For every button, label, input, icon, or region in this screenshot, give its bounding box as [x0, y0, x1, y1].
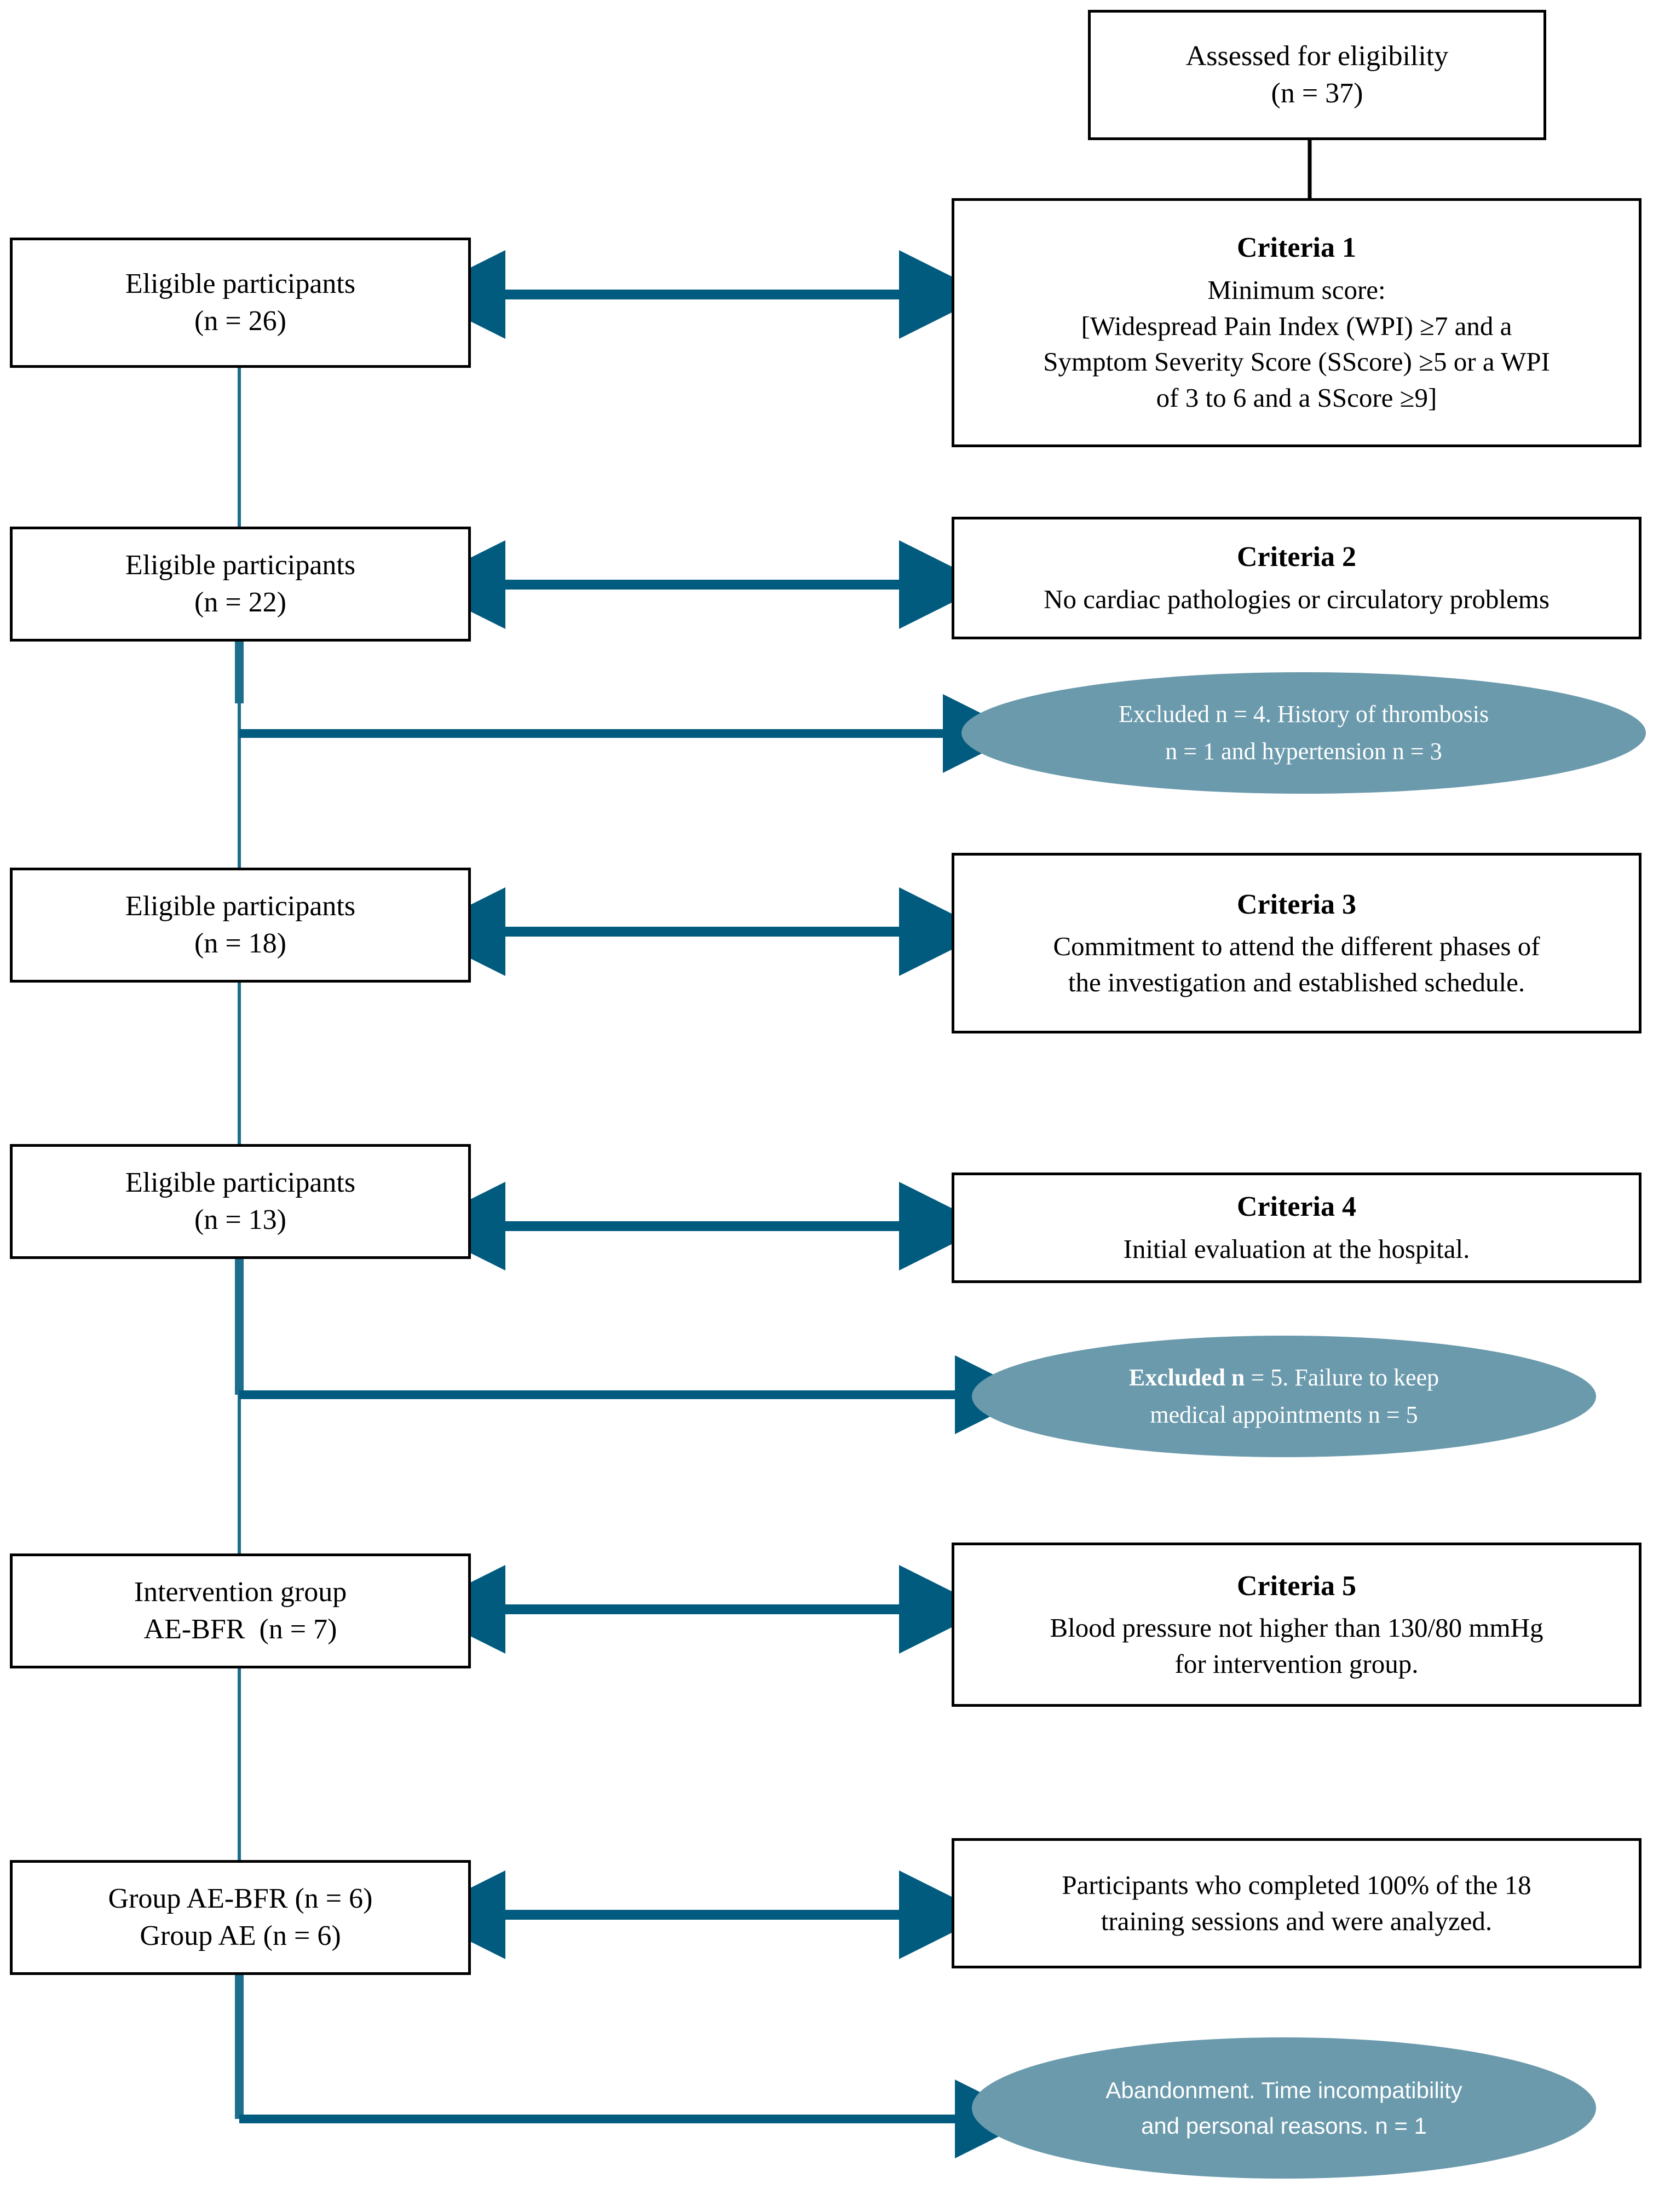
criteria-3-title: Criteria 3 — [1236, 888, 1356, 920]
assessed-line-2: (n = 37) — [1271, 78, 1363, 109]
criteria-5-title: Criteria 5 — [1236, 1570, 1356, 1602]
excluded-appointments-line-2: medical appointments n = 5 — [1150, 1401, 1418, 1428]
criteria-1-body-line-4: of 3 to 6 and a SScore ≥9] — [1156, 382, 1437, 413]
eligible-18-line-1: Eligible participants — [125, 891, 356, 922]
node-assessed-for-eligibility: Assessed for eligibility (n = 37) — [1088, 10, 1546, 140]
note-excluded-thrombosis: Excluded n = 4. History of thrombosis n … — [961, 672, 1646, 794]
eligible-22-line-2: (n = 22) — [194, 587, 286, 618]
intervention-line-1: Intervention group — [134, 1576, 347, 1608]
criteria-4-title: Criteria 4 — [1236, 1191, 1356, 1223]
criteria-1-body-line-3: Symptom Severity Score (SScore) ≥5 or a … — [1043, 346, 1550, 377]
eligible-13-line-1: Eligible participants — [125, 1167, 356, 1199]
criteria-1-body-line-1: Minimum score: — [1207, 274, 1386, 305]
node-eligible-13: Eligible participants (n = 13) — [10, 1144, 471, 1259]
excluded-appointments-line-1: Excluded n = 5. Failure to keep — [1129, 1359, 1439, 1396]
eligible-22-line-1: Eligible participants — [125, 550, 356, 581]
excluded-thrombosis-line-2: n = 1 and hypertension n = 3 — [1165, 738, 1442, 765]
criteria-2-title: Criteria 2 — [1236, 541, 1356, 573]
assessed-line-1: Assessed for eligibility — [1185, 41, 1449, 72]
node-eligible-22: Eligible participants (n = 22) — [10, 527, 471, 642]
node-eligible-26: Eligible participants (n = 26) — [10, 238, 471, 368]
node-criteria-4: Criteria 4 Initial evaluation at the hos… — [952, 1173, 1642, 1283]
node-criteria-3: Criteria 3 Commitment to attend the diff… — [952, 853, 1642, 1033]
eligible-26-line-1: Eligible participants — [125, 268, 356, 300]
node-criteria-5: Criteria 5 Blood pressure not higher tha… — [952, 1543, 1642, 1707]
node-intervention-group: Intervention group AE-BFR (n = 7) — [10, 1553, 471, 1668]
final-groups-line-1: Group AE-BFR (n = 6) — [108, 1883, 373, 1915]
criteria-3-body-line-2: the investigation and established schedu… — [1068, 967, 1525, 997]
excluded-appointments-bold-prefix: Excluded n — [1128, 1364, 1245, 1391]
node-final-groups: Group AE-BFR (n = 6) Group AE (n = 6) — [10, 1860, 471, 1975]
analyzed-body-line-2: training sessions and were analyzed. — [1101, 1906, 1493, 1936]
eligible-13-line-2: (n = 13) — [194, 1204, 286, 1235]
criteria-3-body-line-1: Commitment to attend the different phase… — [1053, 931, 1540, 962]
criteria-4-body-line-1: Initial evaluation at the hospital. — [1123, 1233, 1470, 1264]
eligible-18-line-2: (n = 18) — [194, 928, 286, 959]
excluded-thrombosis-line-1: Excluded n = 4. History of thrombosis — [1118, 700, 1489, 727]
eligible-26-line-2: (n = 26) — [194, 305, 286, 337]
criteria-1-body-line-2: [Widespread Pain Index (WPI) ≥7 and a — [1081, 310, 1512, 341]
node-eligible-18: Eligible participants (n = 18) — [10, 868, 471, 983]
intervention-line-2: AE-BFR (n = 7) — [143, 1614, 337, 1645]
abandonment-line-2: and personal reasons. n = 1 — [1141, 2113, 1427, 2139]
note-abandonment: Abandonment. Time incompatibility and pe… — [972, 2037, 1596, 2179]
node-criteria-2: Criteria 2 No cardiac pathologies or cir… — [952, 517, 1642, 639]
criteria-5-body-line-2: for intervention group. — [1174, 1648, 1419, 1679]
abandonment-line-1: Abandonment. Time incompatibility — [1105, 2077, 1462, 2103]
analyzed-body-line-1: Participants who completed 100% of the 1… — [1062, 1870, 1531, 1901]
criteria-1-title: Criteria 1 — [1236, 232, 1356, 264]
note-excluded-appointments: Excluded n = 5. Failure to keep medical … — [972, 1336, 1596, 1457]
node-criteria-1: Criteria 1 Minimum score: [Widespread Pa… — [952, 198, 1642, 447]
node-analyzed-participants: Participants who completed 100% of the 1… — [952, 1838, 1642, 1968]
criteria-5-body-line-1: Blood pressure not higher than 130/80 mm… — [1050, 1613, 1543, 1643]
excluded-appointments-rest: = 5. Failure to keep — [1245, 1364, 1439, 1391]
criteria-2-body-line-1: No cardiac pathologies or circulatory pr… — [1044, 584, 1550, 614]
final-groups-line-2: Group AE (n = 6) — [140, 1920, 341, 1951]
